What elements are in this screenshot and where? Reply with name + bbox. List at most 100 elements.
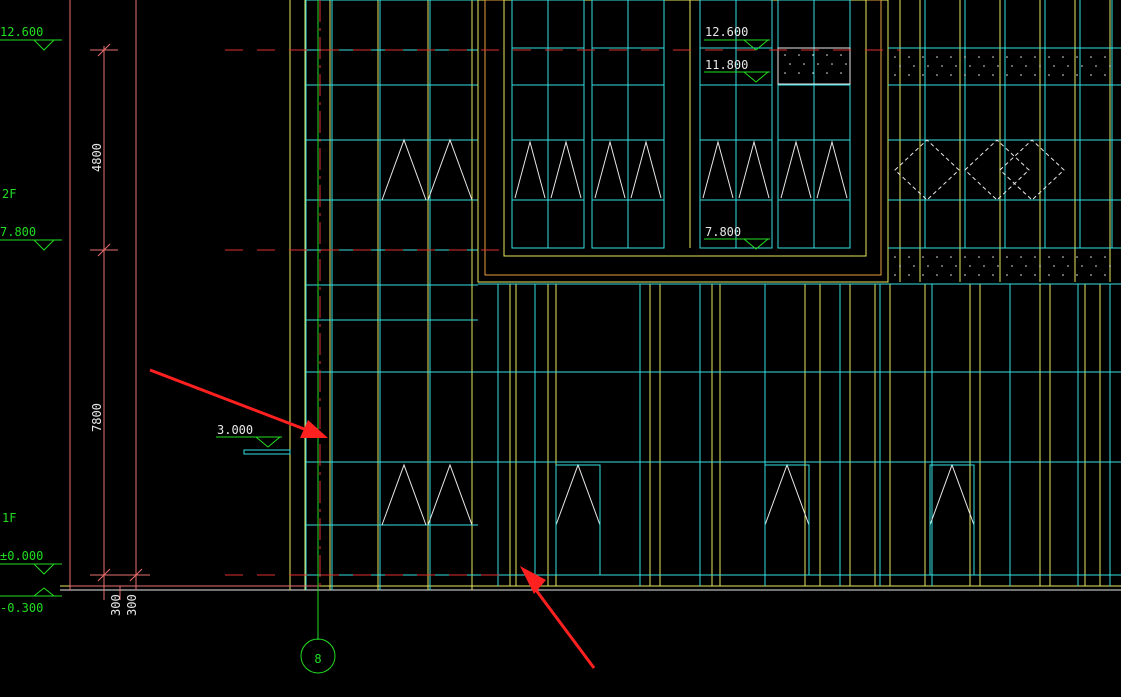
stone-hatch-dot	[1011, 65, 1013, 67]
level-marker-12600-inner: 12.600	[704, 25, 770, 51]
stone-hatch-dot	[936, 256, 938, 258]
upper-frame-inner	[503, 0, 867, 257]
stone-hatch-dot	[1048, 56, 1050, 58]
floor-label-2f: 2F	[2, 187, 16, 201]
stone-hatch-dot	[997, 265, 999, 267]
stone-hatch-dot	[978, 256, 980, 258]
stone-hatch-dot	[1081, 65, 1083, 67]
stone-hatch-dot	[1025, 65, 1027, 67]
stone-hatch-dot	[1053, 65, 1055, 67]
window-opening-symbol	[381, 463, 427, 526]
stone-hatch-dot	[992, 256, 994, 258]
window-opening-symbol	[427, 463, 473, 526]
grid-axis-8[interactable]: 8	[300, 0, 336, 674]
inner-level-label-11800: 11.800	[705, 58, 748, 72]
stone-hatch-dot	[908, 56, 910, 58]
stone-hatch-dot	[1076, 56, 1078, 58]
level-label-12600: 12.600	[0, 25, 43, 39]
stone-hatch-dot	[1048, 74, 1050, 76]
window-opening-symbol	[702, 140, 734, 199]
stone-hatch-dot	[1006, 74, 1008, 76]
stone-hatch-dot	[817, 63, 819, 65]
stone-hatch-dot	[894, 56, 896, 58]
level-marker-12600-left: 12.600	[0, 25, 62, 51]
stone-hatch-dot	[1109, 265, 1111, 267]
level-label-minus300: -0.300	[0, 601, 43, 615]
stone-hatch-dot	[950, 256, 952, 258]
level-marker-minus300-left: -0.300	[0, 587, 62, 615]
level-marker-0000-left: ±0.000	[0, 549, 62, 575]
stone-panel	[777, 47, 851, 85]
grid-axis-label: 8	[314, 652, 321, 666]
level-label-0000: ±0.000	[0, 549, 43, 563]
stone-hatch-dot	[894, 74, 896, 76]
stone-hatch-dot	[1090, 74, 1092, 76]
stone-hatch-dot	[784, 54, 786, 56]
stone-hatch-dot	[1006, 56, 1008, 58]
stone-hatch-dot	[964, 274, 966, 276]
stone-hatch-dot	[913, 65, 915, 67]
stone-hatch-dot	[1095, 65, 1097, 67]
stone-hatch-dot	[1006, 256, 1008, 258]
stone-hatch-dot	[922, 256, 924, 258]
stone-hatch-dot	[1062, 256, 1064, 258]
stone-hatch-dot	[978, 56, 980, 58]
diamond-panel	[894, 139, 960, 201]
inner-level-label-3000: 3.000	[217, 423, 253, 437]
stone-hatch-dot	[789, 63, 791, 65]
window-opening-symbol	[427, 138, 473, 201]
stone-hatch-dot	[831, 63, 833, 65]
floor-label-1f: 1F	[2, 511, 16, 525]
window-opening-symbol	[514, 140, 546, 199]
stone-hatch-dot	[927, 65, 929, 67]
window-opening-symbol	[780, 140, 812, 199]
stone-hatch-dot	[1076, 256, 1078, 258]
stone-hatch-dot	[950, 56, 952, 58]
stone-hatch-dot	[1095, 265, 1097, 267]
dimension-label-300-b: 300	[125, 594, 139, 616]
stone-hatch-dot	[1048, 256, 1050, 258]
diamond-panel	[964, 139, 1030, 201]
stone-hatch-dot	[1062, 56, 1064, 58]
stone-hatch-dot	[826, 54, 828, 56]
stone-hatch-dot	[1109, 65, 1111, 67]
stone-hatch-dot	[1039, 65, 1041, 67]
stone-hatch-dot	[1039, 265, 1041, 267]
dimension-chain: 4800 7800 300 300	[69, 0, 320, 616]
stone-hatch-dot	[826, 72, 828, 74]
stone-hatch-dot	[1053, 265, 1055, 267]
stone-hatch-dot	[894, 274, 896, 276]
stone-hatch-dot	[1048, 274, 1050, 276]
stone-hatch-dot	[908, 74, 910, 76]
annotation-arrow-left	[149, 368, 328, 438]
stone-hatch-dot	[1011, 265, 1013, 267]
stone-hatch-dot	[969, 65, 971, 67]
stone-hatch-dot	[1062, 74, 1064, 76]
door-panel	[764, 464, 810, 576]
stone-hatch-dot	[1090, 256, 1092, 258]
stone-hatch-dot	[927, 265, 929, 267]
dimension-label-4800: 4800	[90, 143, 104, 172]
stone-hatch-dot	[798, 54, 800, 56]
stone-hatch-dot	[840, 54, 842, 56]
stone-hatch-dot	[840, 72, 842, 74]
stone-hatch-dot	[955, 265, 957, 267]
dimension-label-300-a: 300	[109, 594, 123, 616]
stone-hatch-dot	[1076, 74, 1078, 76]
stone-hatch-dot	[1020, 74, 1022, 76]
window-opening-symbol	[738, 140, 770, 199]
stone-hatch-dot	[964, 74, 966, 76]
window-opening-symbol	[550, 140, 582, 199]
stone-hatch-dot	[1020, 56, 1022, 58]
window-opening-symbol	[630, 140, 662, 199]
stone-hatch-dot	[997, 65, 999, 67]
stone-hatch-dot	[950, 274, 952, 276]
stone-hatch-dot	[1062, 274, 1064, 276]
stone-hatch-dot	[955, 65, 957, 67]
dimension-label-7800: 7800	[90, 403, 104, 432]
stone-hatch-dot	[992, 74, 994, 76]
stone-hatch-dot	[992, 274, 994, 276]
window-opening-symbol	[594, 140, 626, 199]
stone-hatch-dot	[1034, 56, 1036, 58]
